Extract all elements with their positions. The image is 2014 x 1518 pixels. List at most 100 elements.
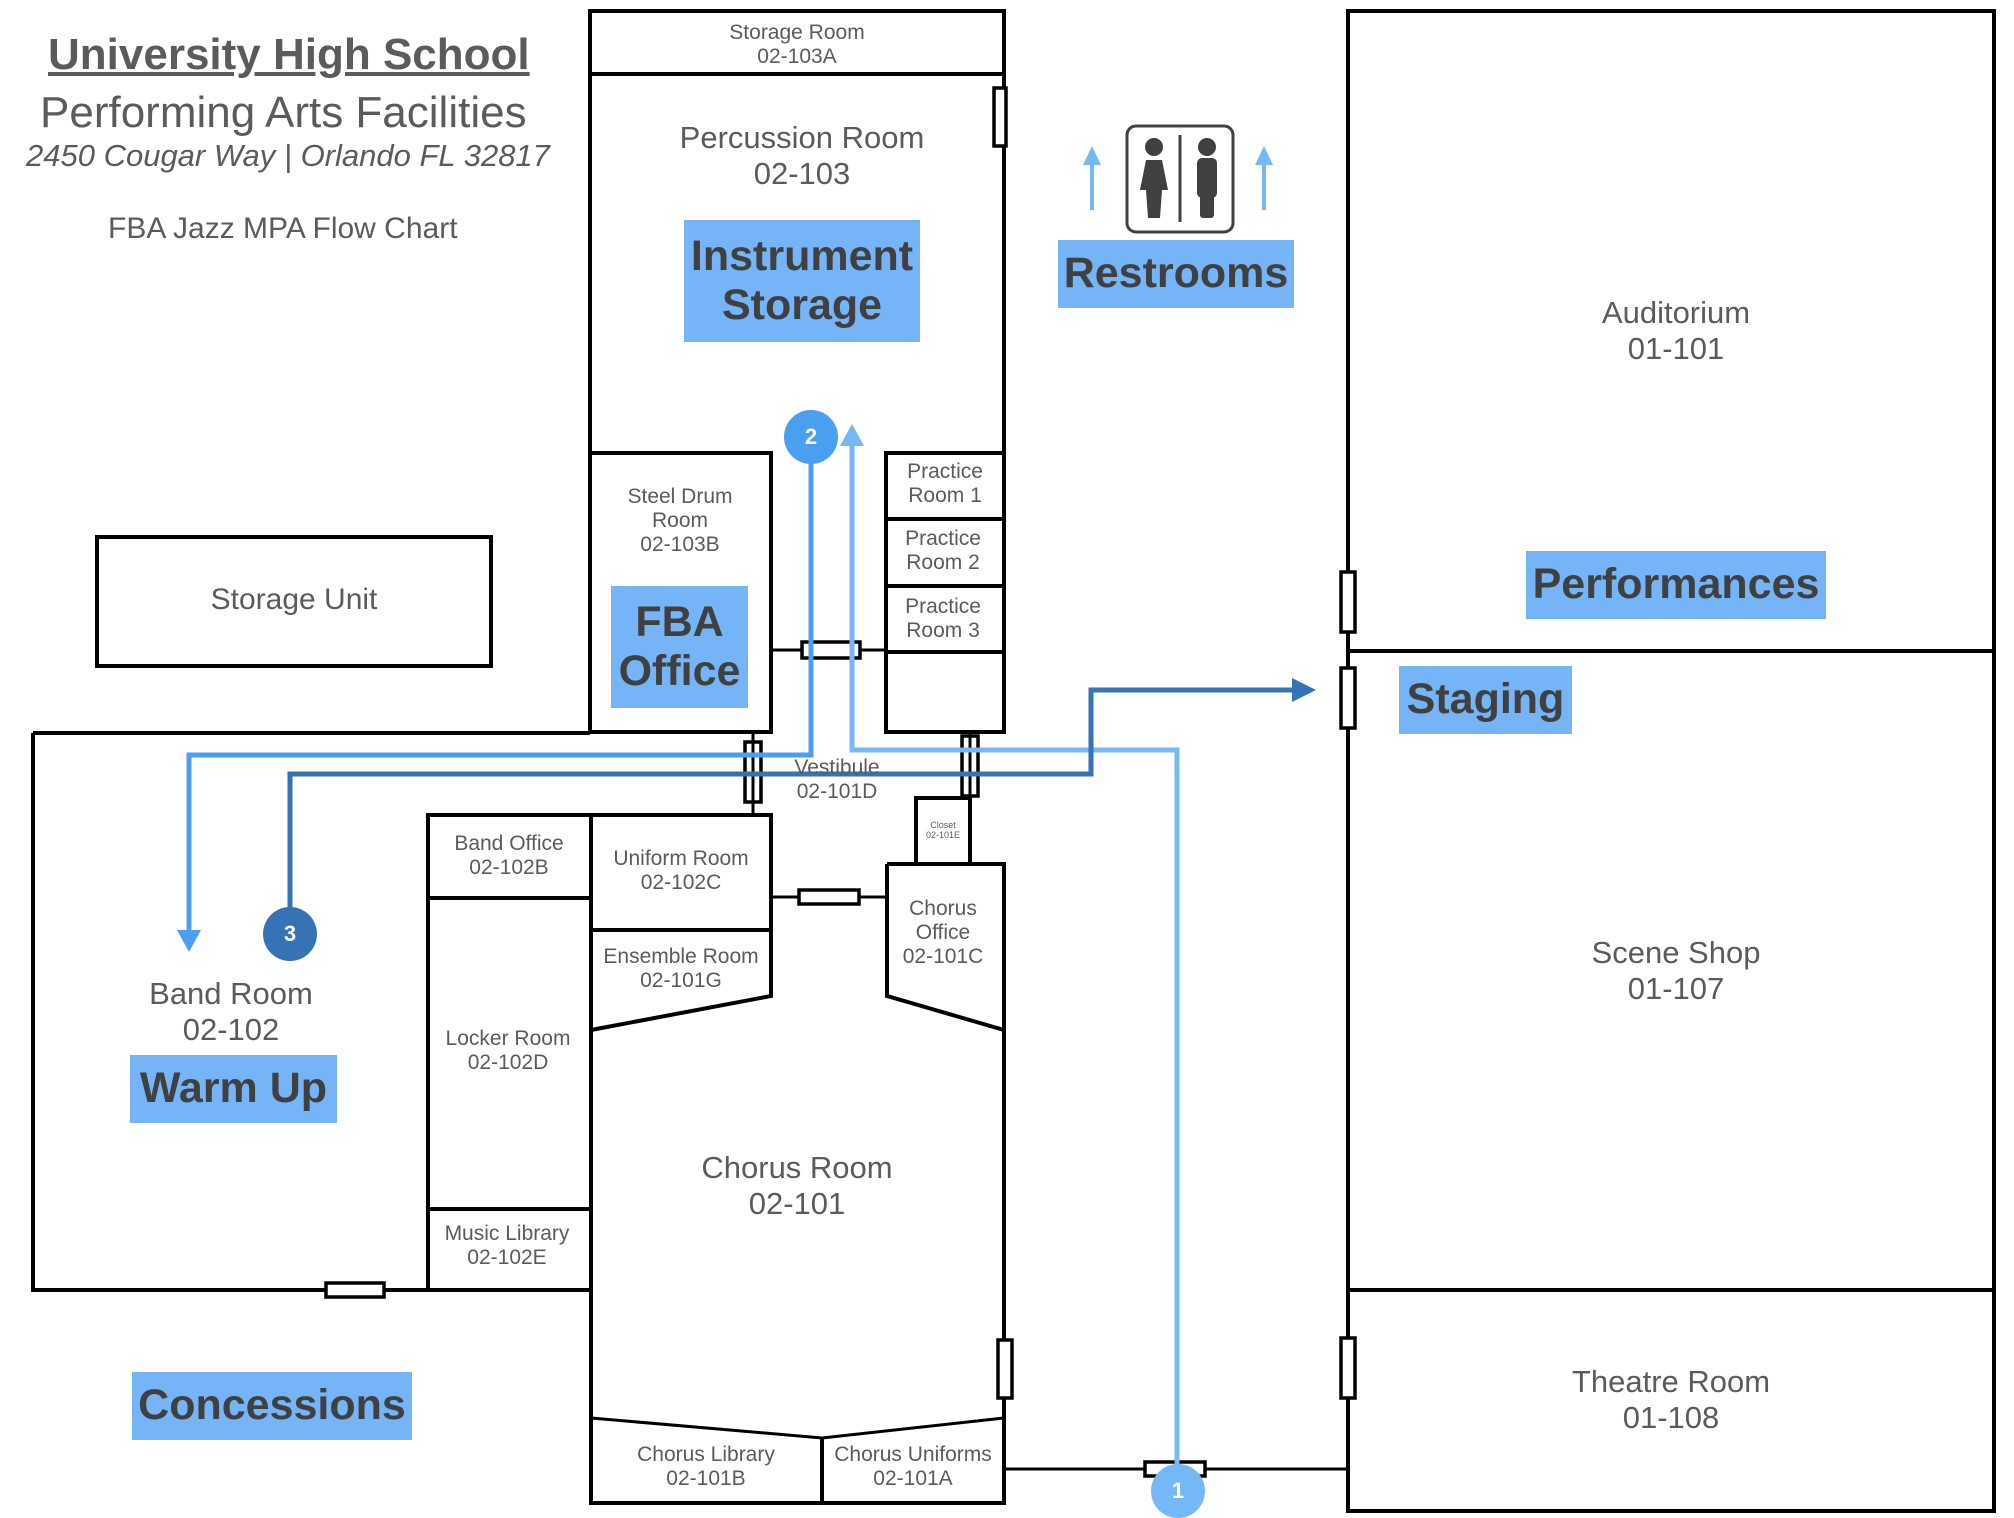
room-storage-room-a: Storage Room 02-103A (729, 21, 864, 69)
room-name: Chorus (909, 897, 977, 920)
steel-drum-room-wall (588, 451, 773, 734)
room-chorus-uniforms: Chorus Uniforms 02-101A (834, 1443, 992, 1491)
door (1339, 570, 1357, 634)
room-id: 02-101G (640, 969, 722, 993)
highlight-text: Instrument (690, 231, 914, 280)
room-name: Storage Room (729, 21, 865, 44)
arrow-up-icon (1255, 146, 1273, 210)
room-chorus-room: Chorus Room 02-101 (701, 1150, 892, 1221)
room-name: Percussion Room (679, 120, 925, 155)
room-id: 02-102C (640, 871, 722, 895)
room-id: 02-102D (467, 1051, 549, 1075)
room-band-office: Band Office 02-102B (454, 832, 563, 880)
room-name: Practice (905, 527, 981, 550)
room-id: 02-102B (469, 856, 549, 880)
chart-name: FBA Jazz MPA Flow Chart (108, 212, 458, 245)
room-chorus-office: Chorus Office 02-101C (903, 897, 984, 969)
flow-path-3 (287, 678, 1316, 932)
room-name: Office (915, 921, 971, 945)
flow-path-2 (177, 436, 814, 952)
room-name: Band Room (149, 976, 313, 1011)
room-id: 02-102 (182, 1011, 280, 1047)
room-name: Room 3 (906, 619, 980, 643)
room-name: Auditorium (1601, 295, 1751, 330)
highlight-instrument-storage: Instrument Storage (684, 220, 920, 342)
facility-title: Performing Arts Facilities (40, 88, 527, 137)
room-id: 02-101E (925, 830, 961, 841)
room-name: Uniform Room (613, 847, 749, 870)
highlight-text: Office (618, 647, 741, 695)
storage-unit-wall (95, 535, 493, 668)
room-id: 01-107 (1627, 970, 1725, 1006)
practice-rooms-wall (884, 451, 1006, 734)
room-name: Chorus Uniforms (834, 1443, 992, 1466)
highlight-staging: Staging (1399, 666, 1572, 734)
school-title: University High School (48, 30, 530, 79)
room-auditorium: Auditorium 01-101 (1602, 295, 1750, 366)
room-id: 02-101D (796, 780, 878, 804)
room-ensemble-room: Ensemble Room 02-101G (603, 945, 758, 993)
flow-path-1 (840, 424, 1180, 1480)
room-name: Storage Unit (210, 583, 378, 616)
room-name: Theatre Room (1571, 1364, 1771, 1399)
restroom-sign-icon (1125, 124, 1235, 234)
band-room-wall (31, 733, 590, 1292)
step-badge-2: 2 (784, 410, 838, 464)
door (797, 888, 861, 906)
room-name: Vestibule (794, 756, 880, 779)
chorus-library-divider (590, 1416, 1005, 1440)
highlight-concessions: Concessions (132, 1372, 412, 1440)
room-name: Room 2 (906, 551, 980, 575)
room-vestibule: Vestibule 02-101D (794, 756, 879, 804)
room-practice-1: Practice Room 1 (907, 460, 983, 508)
storage-room-a-wall (588, 9, 1006, 76)
room-name: Scene Shop (1591, 935, 1761, 970)
door (1339, 1336, 1357, 1400)
room-name: Chorus Room (701, 1150, 893, 1185)
door (324, 1281, 386, 1299)
door (800, 640, 862, 660)
room-practice-3: Practice Room 3 (905, 595, 981, 643)
highlight-performances: Performances (1526, 551, 1826, 619)
room-name: Room 1 (908, 484, 982, 508)
room-closet: Closet 02-101E (926, 820, 960, 841)
door (992, 86, 1008, 148)
highlight-fba-office: FBA Office (611, 586, 748, 708)
room-id: 01-108 (1622, 1399, 1720, 1435)
room-name: Room (651, 509, 709, 533)
room-theatre-room: Theatre Room 01-108 (1572, 1364, 1770, 1435)
room-scene-shop: Scene Shop 01-107 (1592, 935, 1761, 1006)
room-name: Music Library (444, 1222, 570, 1245)
door (1339, 666, 1357, 730)
room-id: 01-101 (1627, 330, 1725, 366)
room-id: 02-101B (666, 1467, 746, 1491)
room-id: 02-101A (873, 1467, 953, 1491)
chorus-room-wall (589, 815, 1006, 1505)
room-name: Ensemble Room (603, 945, 759, 968)
room-band-room: Band Room 02-102 (149, 976, 313, 1047)
theatre-building-wall (1346, 9, 1996, 1513)
room-uniform-room: Uniform Room 02-102C (613, 847, 748, 895)
highlight-restrooms: Restrooms (1058, 240, 1294, 308)
room-id: 02-101 (748, 1185, 846, 1221)
room-steel-drum: Steel Drum Room 02-103B (627, 485, 732, 557)
room-percussion: Percussion Room 02-103 (680, 120, 925, 191)
room-id: 02-102E (467, 1246, 547, 1270)
room-practice-2: Practice Room 2 (905, 527, 981, 575)
door (996, 1338, 1014, 1400)
room-name: Closet (930, 820, 956, 830)
highlight-text: FBA (635, 597, 724, 646)
room-locker-room: Locker Room 02-102D (446, 1027, 571, 1075)
step-badge-1: 1 (1151, 1464, 1205, 1518)
highlight-warm-up: Warm Up (130, 1055, 337, 1123)
room-storage-unit: Storage Unit (211, 583, 378, 618)
step-badge-3: 3 (263, 907, 317, 961)
room-name: Practice (907, 460, 983, 483)
arrow-up-icon (1083, 146, 1101, 210)
room-name: Steel Drum (627, 485, 733, 508)
room-name: Locker Room (445, 1027, 571, 1050)
room-chorus-library: Chorus Library 02-101B (637, 1443, 775, 1491)
room-music-library: Music Library 02-102E (445, 1222, 570, 1270)
room-id: 02-103 (753, 155, 851, 191)
